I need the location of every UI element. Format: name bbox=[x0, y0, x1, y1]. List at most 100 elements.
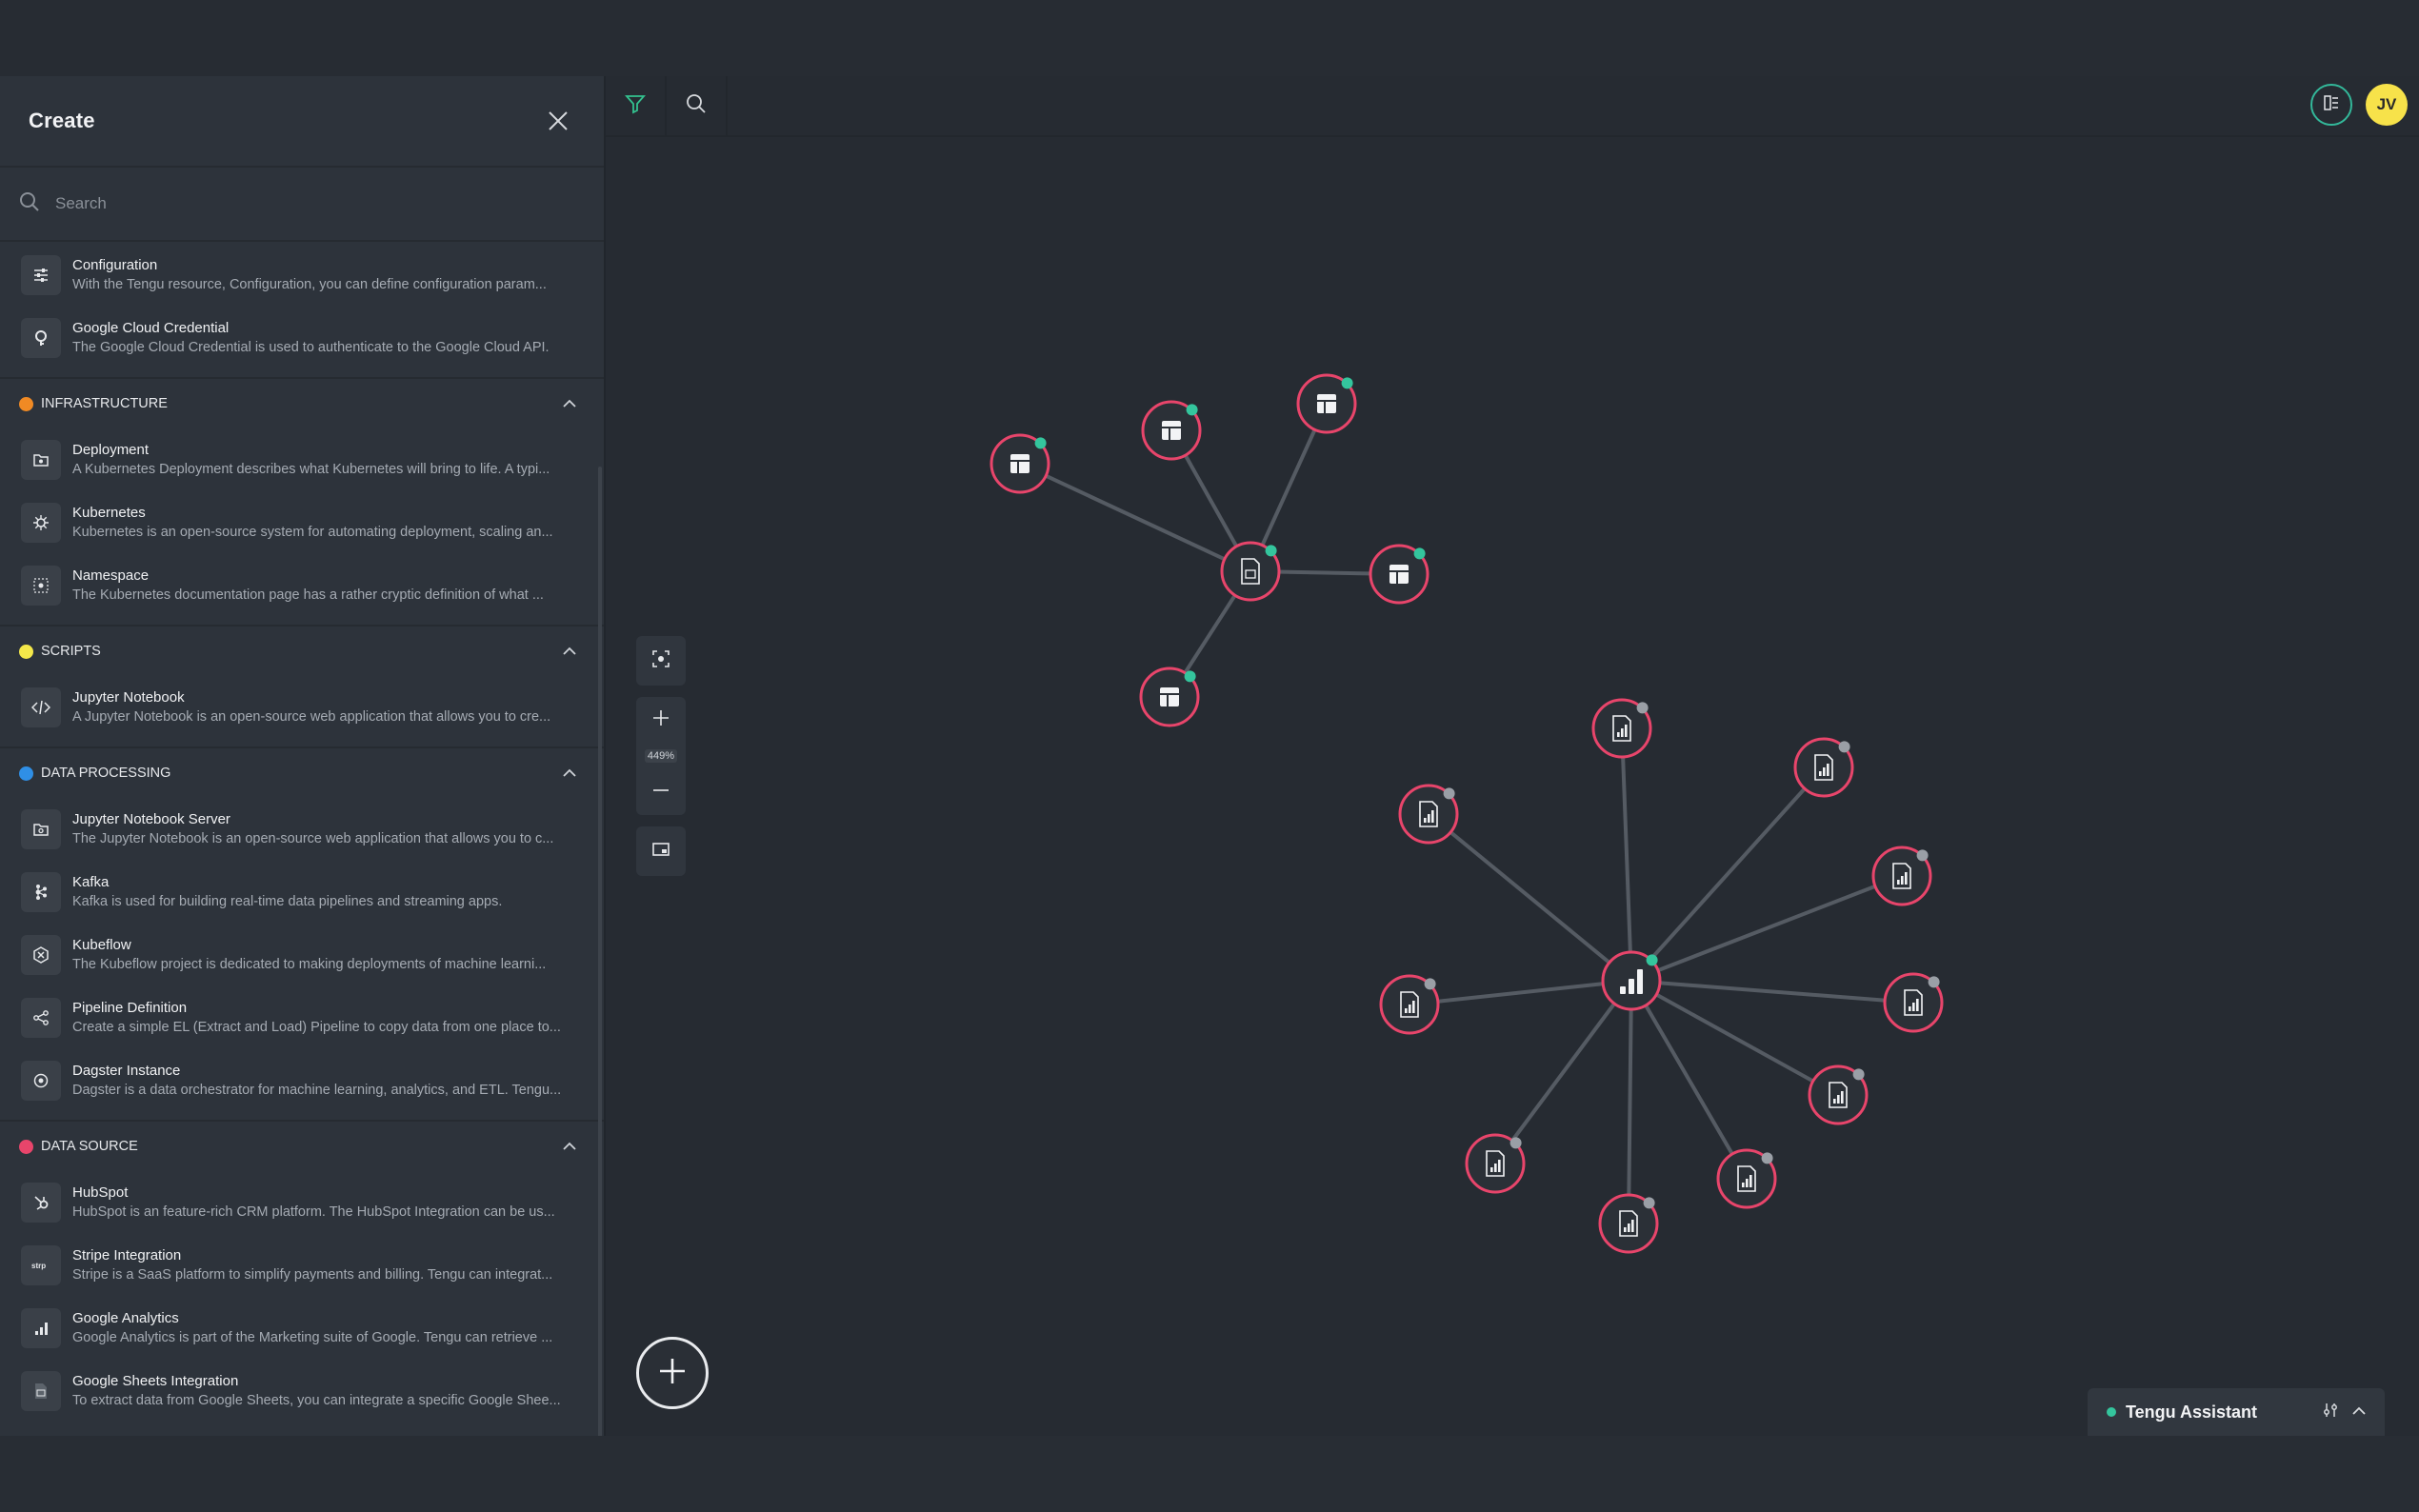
document-icon bbox=[1241, 558, 1260, 585]
section-data-source[interactable]: DATA SOURCE bbox=[0, 1120, 604, 1171]
table-icon bbox=[1389, 565, 1409, 584]
chevron-up-icon[interactable] bbox=[560, 1137, 579, 1156]
analytics-bar-icon bbox=[1901, 876, 1904, 885]
graph-node[interactable] bbox=[1141, 400, 1202, 461]
node-status-dot bbox=[1916, 849, 1929, 862]
minimap-button[interactable] bbox=[636, 826, 686, 876]
analytics-bar-icon bbox=[1637, 969, 1643, 994]
canvas-search-button[interactable] bbox=[667, 76, 728, 135]
graph-edge bbox=[1019, 462, 1251, 573]
graph-node[interactable] bbox=[1398, 784, 1459, 845]
analytics-bar-icon bbox=[1412, 1001, 1415, 1013]
assistant-panel[interactable]: Tengu Assistant bbox=[2088, 1388, 2385, 1436]
graph-hub-node[interactable] bbox=[1220, 541, 1281, 602]
graph-node[interactable] bbox=[1883, 972, 1944, 1033]
analytics-bar-icon bbox=[1905, 872, 1908, 885]
minimap-control bbox=[636, 826, 686, 876]
item-name: HubSpot bbox=[72, 1184, 129, 1201]
document-icon bbox=[1904, 989, 1923, 1016]
close-icon[interactable] bbox=[541, 104, 575, 138]
canvas-toolbar: JV bbox=[606, 76, 2419, 137]
graph-node[interactable] bbox=[990, 433, 1050, 494]
graph-edge bbox=[1630, 874, 1903, 983]
document-icon bbox=[1892, 863, 1911, 889]
layout-toggle-button[interactable] bbox=[2310, 84, 2352, 126]
graph-node[interactable] bbox=[1716, 1148, 1777, 1209]
tune-icon[interactable] bbox=[2322, 1402, 2339, 1423]
node-status-dot bbox=[1636, 702, 1649, 714]
search-input[interactable] bbox=[53, 193, 571, 214]
chevron-up-icon[interactable] bbox=[2352, 1403, 2366, 1421]
plus-icon bbox=[651, 708, 670, 732]
filter-icon bbox=[624, 92, 647, 120]
graph-node[interactable] bbox=[1296, 373, 1357, 434]
graph-node[interactable] bbox=[1379, 974, 1440, 1035]
sheets-icon bbox=[21, 1371, 61, 1411]
document-icon bbox=[1419, 801, 1438, 827]
avatar[interactable]: JV bbox=[2366, 84, 2408, 126]
analytics-icon bbox=[21, 1308, 61, 1348]
analytics-bar-icon bbox=[1620, 986, 1626, 994]
graph-node[interactable] bbox=[1793, 737, 1854, 798]
graph-node[interactable] bbox=[1139, 666, 1200, 727]
zoom-in-button[interactable] bbox=[636, 697, 686, 743]
fit-view-button[interactable] bbox=[636, 636, 686, 686]
code-icon bbox=[21, 687, 61, 727]
chevron-up-icon[interactable] bbox=[560, 642, 579, 661]
add-resource-button[interactable] bbox=[636, 1337, 709, 1409]
graph-node[interactable] bbox=[1871, 846, 1932, 906]
assistant-label: Tengu Assistant bbox=[2126, 1402, 2258, 1422]
tree-layout-icon bbox=[2323, 94, 2340, 116]
analytics-bar-icon bbox=[1833, 1099, 1836, 1104]
table-icon bbox=[1317, 394, 1336, 413]
stripe-icon: strp bbox=[21, 1245, 61, 1285]
graph-node[interactable] bbox=[1808, 1064, 1869, 1125]
node-status-dot bbox=[1646, 954, 1658, 966]
graph-hub-node[interactable] bbox=[1601, 950, 1662, 1011]
graph-node[interactable] bbox=[1369, 544, 1429, 605]
section-label: DATA SOURCE bbox=[41, 1139, 138, 1154]
chevron-up-icon[interactable] bbox=[560, 764, 579, 783]
node-status-dot bbox=[1341, 377, 1353, 389]
zoom-out-button[interactable] bbox=[636, 769, 686, 815]
sidebar-scrollbar[interactable] bbox=[598, 467, 602, 1436]
online-status-dot bbox=[2107, 1407, 2116, 1417]
item-name: Google Cloud Credential bbox=[72, 320, 230, 336]
section-infrastructure[interactable]: INFRASTRUCTURE bbox=[0, 377, 604, 428]
namespace-icon bbox=[21, 566, 61, 606]
minus-icon bbox=[651, 781, 670, 805]
item-name: Jupyter Notebook Server bbox=[72, 811, 230, 827]
analytics-bar-icon bbox=[1823, 767, 1826, 776]
table-icon bbox=[1010, 454, 1030, 473]
section-scripts[interactable]: SCRIPTS bbox=[0, 625, 604, 676]
window-bottom-band bbox=[0, 1436, 2419, 1512]
section-data-processing[interactable]: DATA PROCESSING bbox=[0, 746, 604, 798]
chevron-up-icon[interactable] bbox=[560, 394, 579, 413]
node-status-dot bbox=[1424, 978, 1436, 990]
analytics-bar-icon bbox=[1621, 728, 1624, 737]
graph-node[interactable] bbox=[1591, 698, 1652, 759]
analytics-bar-icon bbox=[1912, 1003, 1915, 1011]
filter-button[interactable] bbox=[606, 76, 667, 135]
section-label: INFRASTRUCTURE bbox=[41, 396, 168, 411]
graph-edge bbox=[1427, 812, 1633, 983]
item-name: Google Analytics bbox=[72, 1310, 179, 1326]
graph-node[interactable] bbox=[1598, 1193, 1659, 1254]
graph-node[interactable] bbox=[1465, 1133, 1526, 1194]
